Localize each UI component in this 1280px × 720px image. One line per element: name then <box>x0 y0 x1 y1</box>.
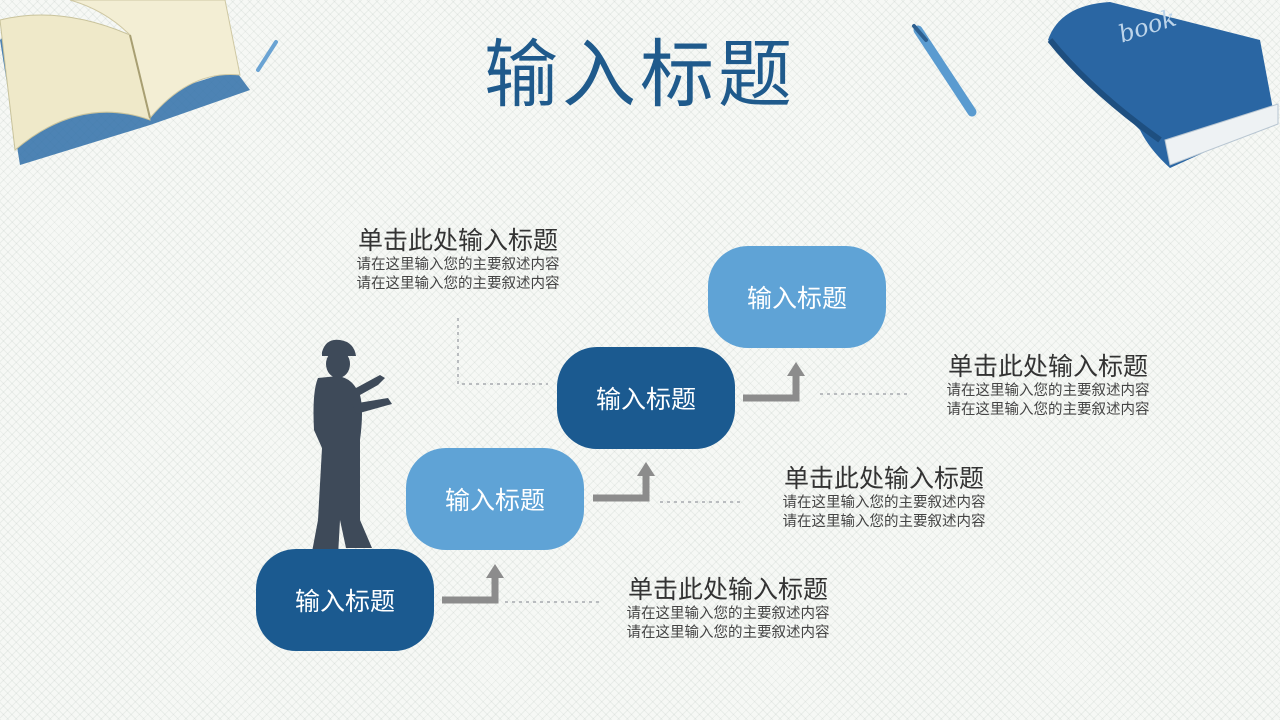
block-heading: 单击此处输入标题 <box>947 352 1148 381</box>
step-pill-3[interactable]: 输入标题 <box>557 347 735 449</box>
step-pill-2[interactable]: 输入标题 <box>406 448 584 550</box>
block-desc: 请在这里输入您的主要叙述内容 <box>356 276 560 292</box>
step-pill-1[interactable]: 输入标题 <box>256 549 434 651</box>
text-block-top[interactable]: 单击此处输入标题 请在这里输入您的主要叙述内容 请在这里输入您的主要叙述内容 <box>320 226 596 294</box>
text-block-right-1[interactable]: 单击此处输入标题 请在这里输入您的主要叙述内容 请在这里输入您的主要叙述内容 <box>910 352 1186 420</box>
step-label: 输入标题 <box>294 587 395 616</box>
block-desc: 请在这里输入您的主要叙述内容 <box>946 402 1150 418</box>
block-heading: 单击此处输入标题 <box>357 226 558 255</box>
fountain-pen-icon <box>912 24 977 117</box>
block-desc: 请在这里输入您的主要叙述内容 <box>356 257 560 273</box>
block-desc: 请在这里输入您的主要叙述内容 <box>946 383 1150 399</box>
dotted-connectors <box>457 318 908 603</box>
block-desc: 请在这里输入您的主要叙述内容 <box>626 606 830 622</box>
block-desc: 请在这里输入您的主要叙述内容 <box>626 625 830 641</box>
blue-book-icon <box>1047 2 1279 168</box>
step-label: 输入标题 <box>444 486 545 515</box>
block-heading: 单击此处输入标题 <box>783 464 984 493</box>
step-arrows <box>442 374 800 604</box>
step-label: 输入标题 <box>746 284 847 313</box>
worker-silhouette-icon <box>312 339 392 556</box>
step-pill-4[interactable]: 输入标题 <box>708 246 886 348</box>
block-desc: 请在这里输入您的主要叙述内容 <box>782 514 986 530</box>
slide-title: 输入标题 <box>484 32 796 118</box>
arrowheads <box>486 362 805 578</box>
block-desc: 请在这里输入您的主要叙述内容 <box>782 495 986 511</box>
text-block-right-2[interactable]: 单击此处输入标题 请在这里输入您的主要叙述内容 请在这里输入您的主要叙述内容 <box>746 464 1022 532</box>
pencil-icon <box>256 40 278 72</box>
open-book-icon <box>0 0 250 165</box>
step-label: 输入标题 <box>595 385 696 414</box>
block-heading: 单击此处输入标题 <box>627 575 828 604</box>
text-block-right-3[interactable]: 单击此处输入标题 请在这里输入您的主要叙述内容 请在这里输入您的主要叙述内容 <box>590 575 866 643</box>
